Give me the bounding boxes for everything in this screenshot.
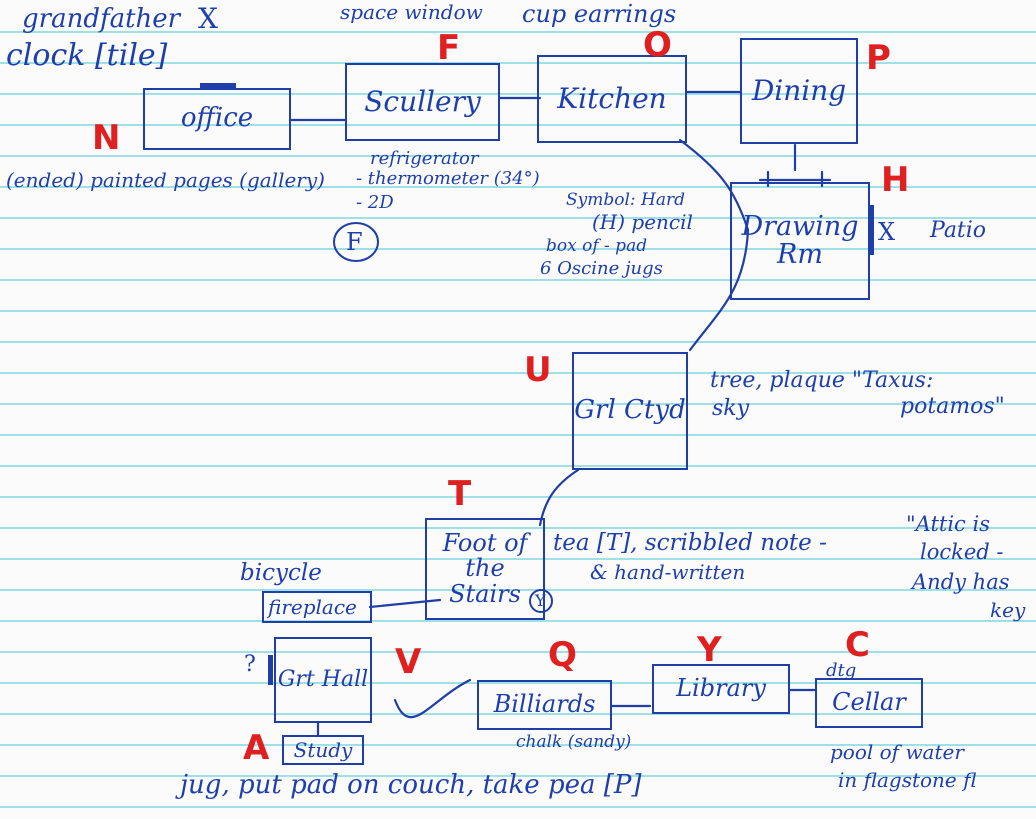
- box-fireplace: [262, 591, 372, 623]
- note-attic-1: "Attic is: [906, 512, 990, 536]
- edge-kitchen-drawing: [678, 138, 750, 232]
- note-drawing-left-1: Symbol: Hard: [566, 190, 686, 210]
- note-scullery-below-2: - thermometer (34°): [356, 168, 540, 189]
- note-top-scullery: space window: [340, 0, 483, 24]
- note-drawing-left-3: box of - pad: [546, 236, 648, 256]
- letter-f: F: [437, 28, 461, 68]
- note-patio: Patio: [930, 218, 987, 243]
- edge-drawing-court: [688, 228, 750, 352]
- room-cellar: Cellar: [815, 678, 923, 728]
- letter-v: V: [395, 642, 422, 682]
- note-office-below: (ended) painted pages (gallery): [6, 168, 325, 192]
- edge-stairs-hall: [368, 598, 442, 609]
- room-dining: Dining: [740, 38, 858, 144]
- note-top-left: grandfather: [22, 4, 181, 34]
- note-court-right-1: tree, plaque "Taxus:: [710, 368, 934, 393]
- door-hall-left: [268, 655, 273, 685]
- edge-court-stairs: [538, 468, 580, 527]
- edge-hall-billiards: [393, 678, 472, 719]
- note-bottom: jug, put pad on couch, take pea [P]: [180, 770, 642, 800]
- circled-f-letter: F: [346, 228, 363, 256]
- room-scullery: Scullery: [345, 63, 500, 141]
- note-drawing-left-2: (H) pencil: [592, 210, 693, 234]
- note-x1: X: [198, 2, 218, 35]
- note-hall-q: ?: [244, 652, 256, 677]
- room-office: office: [143, 88, 291, 150]
- note-clock-tile: clock [tile]: [6, 38, 168, 73]
- door-drawing-right: [868, 205, 874, 255]
- letter-u: U: [524, 350, 552, 390]
- circle-y: [529, 589, 553, 613]
- room-hall: Grt Hall: [274, 637, 372, 723]
- room-stairs: Foot of the Stairs: [425, 518, 545, 620]
- note-cellar-below-2: in flagstone fl: [838, 768, 977, 792]
- circled-y-letter: Y: [535, 591, 546, 610]
- letter-c: C: [845, 625, 870, 665]
- note-fireplace: fireplace: [268, 595, 357, 619]
- note-scullery-below-3: - 2D: [356, 192, 394, 213]
- note-drawing-left-4: 6 Oscine jugs: [540, 258, 663, 279]
- note-x2: X: [878, 218, 896, 246]
- note-stairs-right-2: & hand-written: [590, 560, 746, 584]
- letter-n: N: [92, 118, 121, 158]
- letter-p: P: [866, 38, 891, 78]
- note-court-right-2: sky: [712, 396, 750, 421]
- note-billiards-below: chalk (sandy): [516, 732, 632, 752]
- letter-o: O: [643, 25, 672, 65]
- note-cellar-top: dtg: [826, 660, 857, 681]
- note-scullery-below-1: refrigerator: [370, 148, 479, 169]
- note-attic-3: Andy has: [912, 570, 1010, 594]
- room-billiards: Billiards: [477, 680, 612, 730]
- note-top-kitchen: cup earrings: [522, 0, 677, 28]
- letter-q: Q: [548, 635, 577, 675]
- door-office: [200, 83, 236, 89]
- note-attic-2: locked -: [920, 540, 1004, 564]
- note-stairs-right-1: tea [T], scribbled note -: [553, 530, 827, 556]
- room-court: Grl Ctyd: [572, 352, 688, 470]
- letter-t: T: [448, 474, 472, 514]
- letter-y: Y: [697, 630, 722, 670]
- letter-h: H: [881, 160, 910, 200]
- note-cellar-below-1: pool of water: [830, 740, 964, 764]
- room-library: Library: [652, 664, 790, 714]
- note-attic-4: key: [990, 598, 1026, 622]
- room-drawing: Drawing Rm: [730, 182, 870, 300]
- note-bicycle: bicycle: [240, 560, 322, 586]
- letter-a: A: [243, 728, 270, 768]
- box-clock-tile: [160, 32, 258, 74]
- room-kitchen: Kitchen: [537, 55, 687, 143]
- room-study: Study: [282, 735, 364, 765]
- circle-f: [333, 222, 379, 262]
- note-court-right-3: potamos": [900, 394, 1005, 419]
